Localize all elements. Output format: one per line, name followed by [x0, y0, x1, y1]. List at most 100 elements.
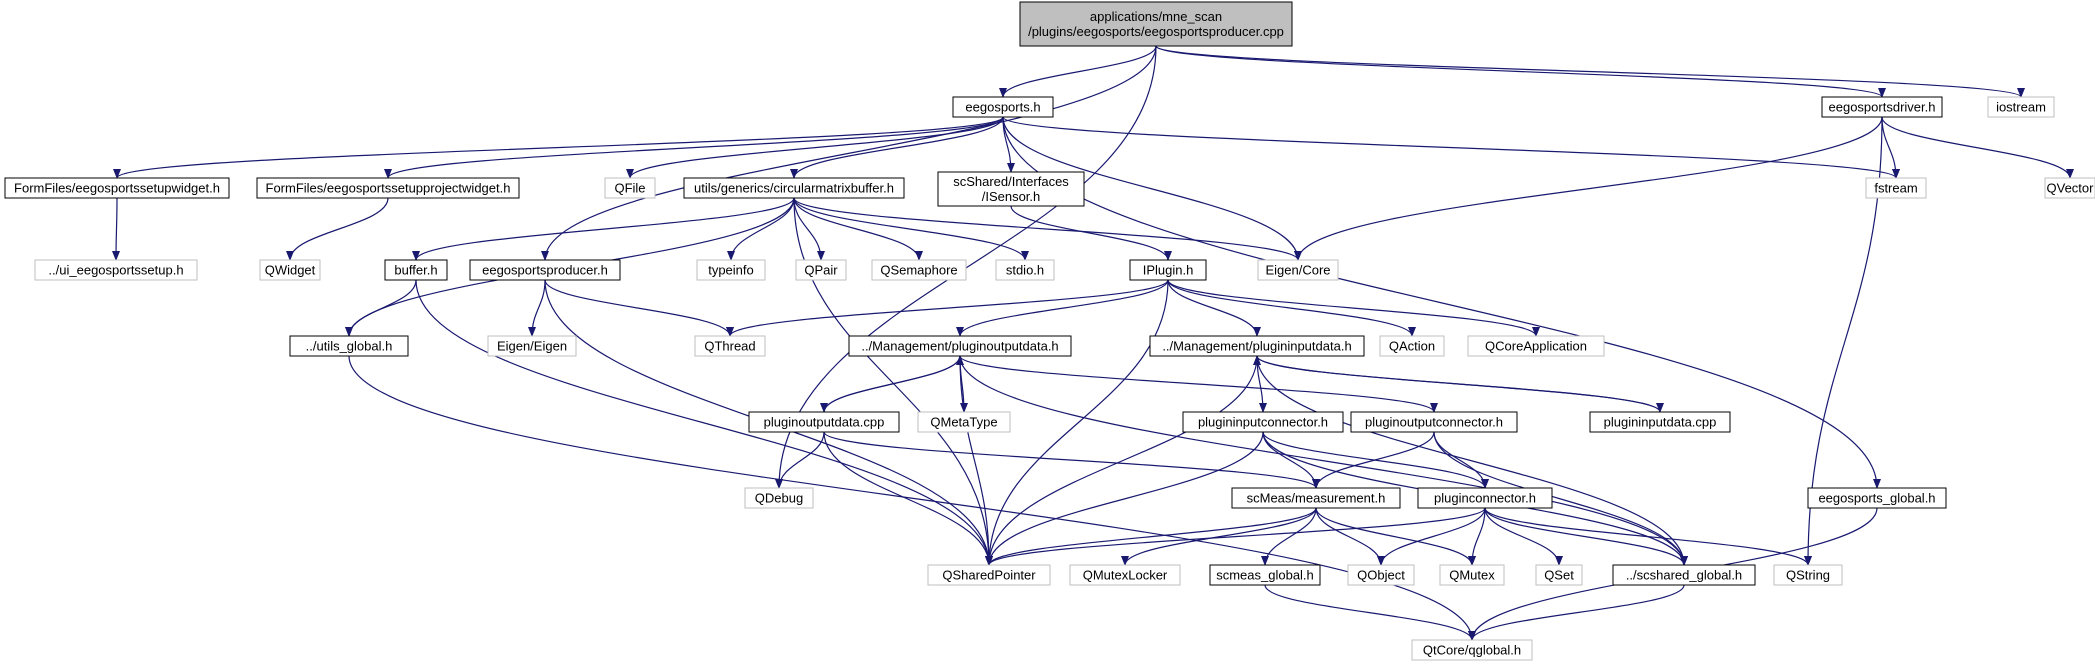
node-label: QObject — [1357, 567, 1405, 582]
node-scmeas_measurement[interactable]: scMeas/measurement.h — [1231, 487, 1401, 509]
node-label: QAction — [1389, 338, 1435, 353]
node-eegosportsproducer_h[interactable]: eegosportsproducer.h — [469, 259, 621, 281]
node-circularmatrixbuffer[interactable]: utils/generics/circularmatrixbuffer.h — [683, 177, 905, 199]
node-box — [1231, 487, 1401, 509]
node-qdebug: QDebug — [744, 487, 814, 509]
node-box — [683, 177, 905, 199]
node-label: eegosports.h — [965, 99, 1040, 114]
node-qsharedpointer: QSharedPointer — [927, 564, 1051, 586]
node-plugininputdata_cpp[interactable]: plugininputdata.cpp — [1589, 411, 1731, 433]
edge-circularmatrixbuffer-to-qpair — [793, 197, 825, 261]
node-qsemaphore: QSemaphore — [871, 259, 967, 281]
node-qobject: QObject — [1347, 564, 1415, 586]
node-pluginconnector_h[interactable]: pluginconnector.h — [1417, 487, 1553, 509]
node-mgmt_plugininputdata[interactable]: ../Management/plugininputdata.h — [1149, 335, 1365, 357]
node-pluginoutputconnector_h[interactable]: pluginoutputconnector.h — [1350, 411, 1518, 433]
node-box — [1987, 96, 2055, 118]
node-label: QtCore/qglobal.h — [1423, 642, 1521, 657]
node-formfiles_projectwidget[interactable]: FormFiles/eegosportssetupprojectwidget.h — [256, 177, 520, 199]
node-formfiles_setupwidget[interactable]: FormFiles/eegosportssetupwidget.h — [4, 177, 230, 199]
node-iplugin_h[interactable]: IPlugin.h — [1129, 259, 1207, 281]
edge-pluginoutputdata_cpp-to-mgmt_pluginoutputdata — [823, 355, 964, 413]
node-label: Eigen/Eigen — [497, 338, 567, 353]
edge-root-to-eegosportsdriver_h — [1155, 45, 1886, 98]
edge-iplugin_h-to-qthread — [726, 279, 1169, 337]
edge-pluginoutputconnector_h-to-scmeas_measurement — [1312, 431, 1435, 489]
node-label: QSet — [1544, 567, 1574, 582]
edge-iplugin_h-to-qcoreapplication — [1167, 279, 1540, 337]
node-qpair: QPair — [795, 259, 847, 281]
node-label: QSharedPointer — [942, 567, 1036, 582]
node-box — [289, 335, 409, 357]
node-buffer_h[interactable]: buffer.h — [384, 259, 448, 281]
edge-pluginconnector_h-to-qobject — [1377, 507, 1486, 566]
node-eegosports_h[interactable]: eegosports.h — [952, 96, 1054, 118]
node-label: QMutex — [1449, 567, 1495, 582]
node-qmetatype: QMetaType — [917, 411, 1011, 433]
edge-pluginoutputdata_cpp-to-qdebug — [775, 431, 825, 489]
edge-iplugin_h-to-qsharedpointer — [985, 279, 1169, 566]
node-label: applications/mne_scan — [1090, 9, 1222, 24]
node-utils_global[interactable]: ../utils_global.h — [289, 335, 409, 357]
node-label: eegosportsdriver.h — [1829, 99, 1936, 114]
edge-iplugin_h-to-mgmt_pluginoutputdata — [956, 279, 1169, 337]
node-fstream: fstream — [1865, 177, 1927, 199]
node-qset: QSet — [1535, 564, 1583, 586]
node-box — [1257, 259, 1339, 281]
node-label: pluginoutputdata.cpp — [764, 414, 885, 429]
edge-circularmatrixbuffer-to-typeinfo — [727, 197, 795, 261]
node-box — [1439, 564, 1505, 586]
node-box — [1129, 259, 1207, 281]
edge-formfiles_projectwidget-to-qwidget — [286, 197, 389, 261]
edge-mgmt_plugininputdata-to-scshared_global — [1256, 355, 1688, 566]
node-label: iostream — [1996, 99, 2046, 114]
node-label: /ISensor.h — [982, 189, 1041, 204]
node-box — [1149, 335, 1365, 357]
node-label: ../scshared_global.h — [1626, 567, 1742, 582]
node-qvector: QVector — [2044, 177, 2095, 199]
node-scshared_global[interactable]: ../scshared_global.h — [1612, 564, 1756, 586]
node-box — [604, 177, 656, 199]
edge-pluginoutputdata_cpp-to-scmeas_measurement — [823, 431, 1320, 489]
node-label: QMetaType — [930, 414, 997, 429]
edge-eegosports_h-to-qfile — [626, 116, 1004, 179]
node-label: eegosportsproducer.h — [482, 262, 608, 277]
node-box — [1069, 564, 1181, 586]
node-box — [937, 171, 1085, 207]
edge-eegosportsdriver_h-to-qvector — [1881, 116, 2074, 179]
node-box — [469, 259, 621, 281]
node-qcoreapplication: QCoreApplication — [1467, 335, 1605, 357]
node-label: ../Management/plugininputdata.h — [1162, 338, 1351, 353]
node-box — [1612, 564, 1756, 586]
node-eegosports_global[interactable]: eegosports_global.h — [1807, 487, 1947, 509]
node-label: utils/generics/circularmatrixbuffer.h — [694, 180, 894, 195]
node-pluginoutputdata_cpp[interactable]: pluginoutputdata.cpp — [748, 411, 900, 433]
node-label: fstream — [1874, 180, 1917, 195]
node-qwidget: QWidget — [259, 259, 321, 281]
node-scmeas_global[interactable]: scmeas_global.h — [1209, 564, 1321, 586]
node-label: QPair — [804, 262, 838, 277]
node-root[interactable]: applications/mne_scan/plugins/eegosports… — [1019, 1, 1293, 47]
node-label: eegosports_global.h — [1818, 490, 1935, 505]
edge-root-to-eegosports_h — [999, 45, 1157, 98]
node-eegosportsdriver_h[interactable]: eegosportsdriver.h — [1821, 96, 1943, 118]
node-isensor[interactable]: scShared/Interfaces/ISensor.h — [937, 171, 1085, 207]
node-box — [694, 335, 766, 357]
edge-circularmatrixbuffer-to-stdio_h — [793, 197, 1029, 261]
edge-iplugin_h-to-mgmt_plugininputdata — [1167, 279, 1261, 337]
node-typeinfo: typeinfo — [696, 259, 766, 281]
node-box — [1379, 335, 1445, 357]
node-mgmt_pluginoutputdata[interactable]: ../Management/pluginoutputdata.h — [848, 335, 1072, 357]
node-box — [1182, 411, 1344, 433]
node-label: QMutexLocker — [1083, 567, 1168, 582]
node-eigen_core: Eigen/Core — [1257, 259, 1339, 281]
edge-eegosports_h-to-circularmatrixbuffer — [790, 116, 1004, 179]
edge-pluginoutputdata_cpp-to-qsharedpointer — [823, 431, 993, 566]
edge-scmeas_measurement-to-scmeas_global — [1261, 507, 1317, 566]
edge-scshared_global-to-qtcore_qglobal — [1468, 584, 1685, 641]
node-stdio_h: stdio.h — [995, 259, 1055, 281]
node-plugininputconnector_h[interactable]: plugininputconnector.h — [1182, 411, 1344, 433]
node-qmutexlocker: QMutexLocker — [1069, 564, 1181, 586]
node-box — [1417, 487, 1553, 509]
node-label: QWidget — [265, 262, 316, 277]
